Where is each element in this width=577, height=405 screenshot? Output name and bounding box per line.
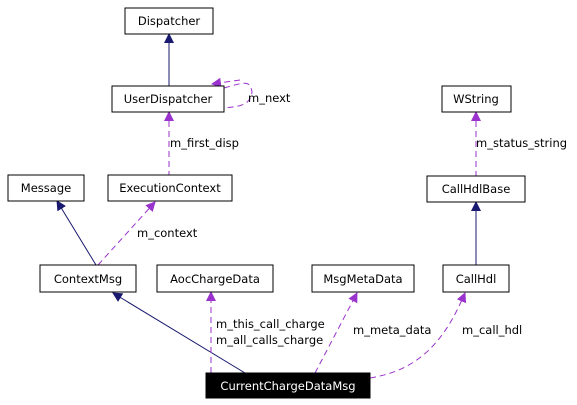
node-call-hdl[interactable]: CallHdl xyxy=(442,264,510,293)
node-current-charge-data-msg[interactable]: CurrentChargeDataMsg xyxy=(205,372,371,399)
node-call-hdl-base-label: CallHdlBase xyxy=(442,182,511,196)
label-m-this-call-charge: m_this_call_charge xyxy=(216,317,325,331)
node-msg-meta-data-label: MsgMetaData xyxy=(323,272,402,286)
node-dispatcher[interactable]: Dispatcher xyxy=(124,7,214,35)
edge-m-meta-data xyxy=(314,292,358,374)
label-m-call-hdl: m_call_hdl xyxy=(462,323,522,337)
label-m-status-string: m_status_string xyxy=(476,136,567,150)
node-wstring-label: WString xyxy=(453,92,499,106)
node-aoc-charge-data[interactable]: AocChargeData xyxy=(156,264,274,293)
edge-m-call-hdl xyxy=(369,292,467,379)
node-execution-context-label: ExecutionContext xyxy=(119,181,221,195)
node-user-dispatcher-label: UserDispatcher xyxy=(124,92,213,106)
edge-currentchargedatamsg-to-contextmsg xyxy=(112,292,246,374)
node-message[interactable]: Message xyxy=(7,174,85,202)
node-user-dispatcher[interactable]: UserDispatcher xyxy=(111,85,225,113)
edge-m-next-arrowhead xyxy=(211,77,241,88)
edge-m-next-self-loop xyxy=(207,82,253,109)
node-aoc-charge-data-label: AocChargeData xyxy=(170,272,260,286)
node-wstring[interactable]: WString xyxy=(441,85,512,113)
node-call-hdl-label: CallHdl xyxy=(456,272,497,286)
label-m-context: m_context xyxy=(137,226,198,240)
label-m-first-disp: m_first_disp xyxy=(170,136,239,150)
node-current-charge-data-msg-label: CurrentChargeDataMsg xyxy=(220,379,355,393)
label-m-next: m_next xyxy=(248,91,291,105)
label-m-meta-data: m_meta_data xyxy=(353,323,431,337)
edge-contextmsg-to-message xyxy=(56,200,97,266)
node-context-msg[interactable]: ContextMsg xyxy=(39,264,137,293)
node-context-msg-label: ContextMsg xyxy=(54,272,122,286)
label-m-all-calls-charge: m_all_calls_charge xyxy=(216,333,323,347)
node-execution-context[interactable]: ExecutionContext xyxy=(107,174,233,202)
node-call-hdl-base[interactable]: CallHdlBase xyxy=(426,175,526,203)
node-message-label: Message xyxy=(21,181,71,195)
node-dispatcher-label: Dispatcher xyxy=(138,14,201,28)
edge-m-context xyxy=(97,201,156,266)
node-msg-meta-data[interactable]: MsgMetaData xyxy=(311,264,415,293)
